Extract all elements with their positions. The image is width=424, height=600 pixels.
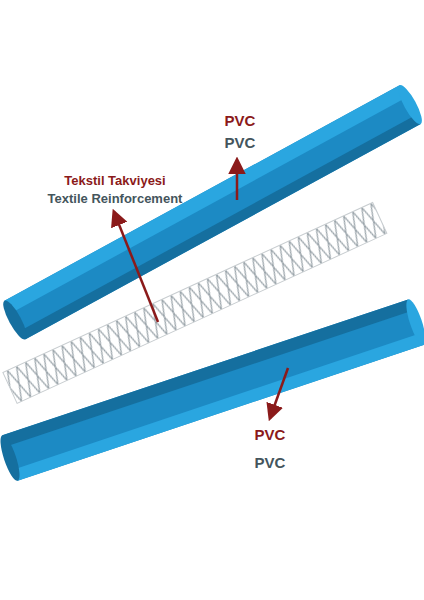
leader-arrow (236, 160, 239, 200)
part-label-en: Textile Reinforcement (48, 190, 183, 208)
material-label-tr: PVC (255, 426, 286, 444)
leader-arrow (114, 212, 158, 322)
pvc-bottom-half (0, 298, 424, 483)
material-label-tr: PVC (225, 112, 256, 130)
material-label-en: PVC (255, 454, 286, 472)
part-label-tr: Tekstil Takviyesi (64, 172, 165, 190)
leader-arrow (270, 368, 288, 418)
material-label-en: PVC (225, 134, 256, 152)
